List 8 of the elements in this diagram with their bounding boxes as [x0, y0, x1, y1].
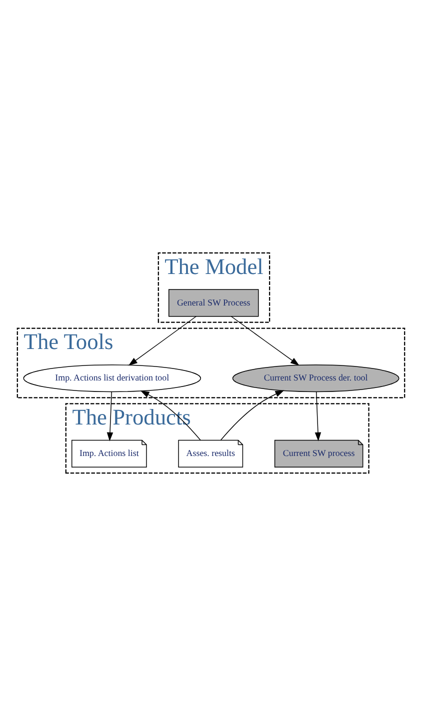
- node-ellipse: Imp. Actions list derivation tool: [23, 364, 202, 392]
- arrow: [314, 391, 322, 441]
- arrow: [230, 316, 300, 366]
- arrow: [128, 316, 197, 366]
- node-box: General SW Process: [168, 288, 259, 316]
- arrow: [220, 390, 284, 440]
- node-ellipse: Current SW Process der. tool: [232, 364, 400, 392]
- arrow: [106, 391, 114, 441]
